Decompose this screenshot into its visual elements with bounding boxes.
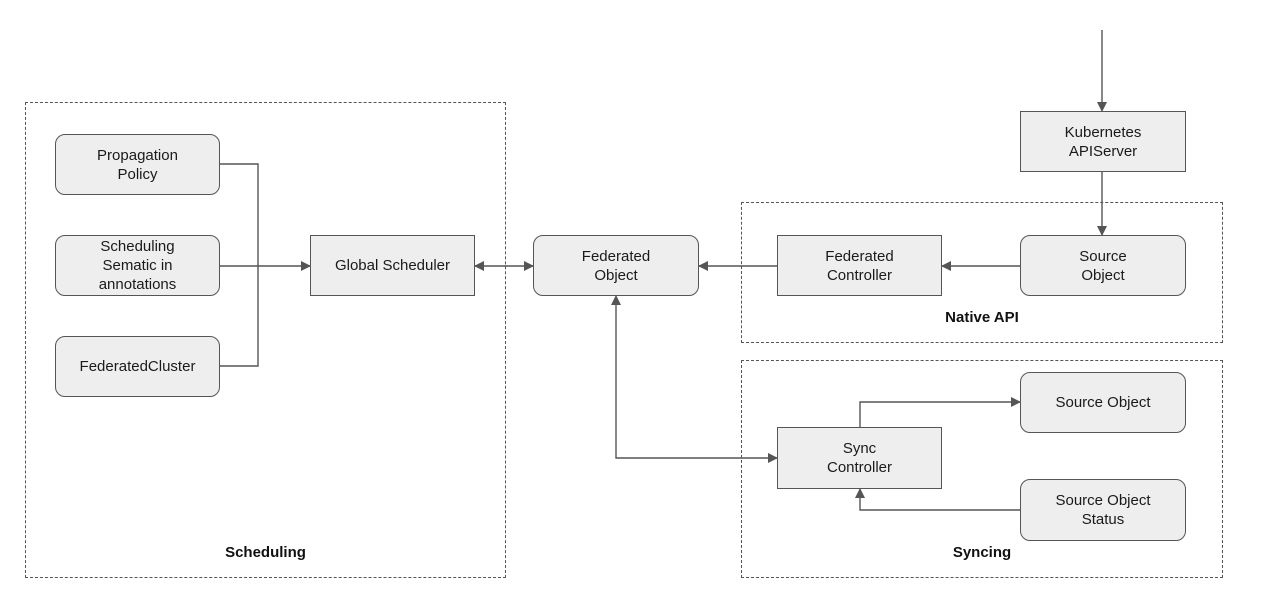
- syncing-group-label: Syncing: [952, 544, 1012, 561]
- federated-cluster-node: FederatedCluster: [55, 336, 220, 397]
- edge-propagation-policy-bracket: [220, 163, 259, 367]
- edge-source-object-status-to-sync-controller: [855, 488, 1020, 511]
- native-api-group-label: Native API: [945, 309, 1019, 326]
- sync-controller-node: Sync Controller: [777, 427, 942, 489]
- federated-controller-node: Federated Controller: [777, 235, 942, 296]
- scheduling-group: Scheduling: [25, 102, 506, 578]
- source-object-status-node: Source Object Status: [1020, 479, 1186, 541]
- source-object-sync-node: Source Object: [1020, 372, 1186, 433]
- scheduling-sematic-node: Scheduling Sematic in annotations: [55, 235, 220, 296]
- federated-object-node: Federated Object: [533, 235, 699, 296]
- propagation-policy-node: Propagation Policy: [55, 134, 220, 195]
- kubernetes-apiserver-node: Kubernetes APIServer: [1020, 111, 1186, 172]
- global-scheduler-node: Global Scheduler: [310, 235, 475, 296]
- native-api-group: Native API: [741, 202, 1223, 343]
- edge-sync-controller-to-source-object: [859, 397, 1021, 427]
- source-object-native-node: Source Object: [1020, 235, 1186, 296]
- syncing-group: Syncing: [741, 360, 1223, 578]
- edge-federated-object-sync-controller: [611, 295, 778, 463]
- scheduling-group-label: Scheduling: [225, 544, 306, 561]
